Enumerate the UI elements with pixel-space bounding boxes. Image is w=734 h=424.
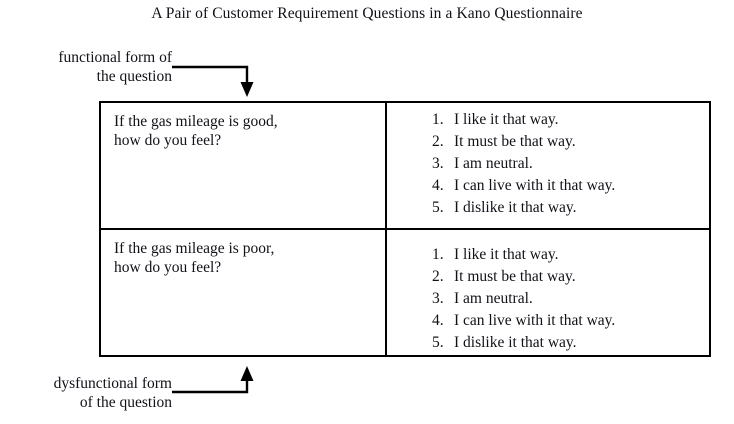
arrow-dysfunctional-connector	[172, 366, 254, 394]
answer-number: 3.	[432, 290, 444, 307]
question-dysfunctional-line2: how do you feel?	[114, 259, 222, 276]
list-item[interactable]: 1. I like it that way.	[432, 109, 709, 131]
list-item[interactable]: 2. It must be that way.	[432, 266, 709, 288]
answer-number: 3.	[432, 155, 444, 172]
answer-label: I like it that way.	[454, 246, 559, 263]
answer-label: I am neutral.	[454, 290, 533, 307]
list-item[interactable]: 5. I dislike it that way.	[432, 332, 709, 354]
annotation-functional-form: functional form of the question	[0, 48, 172, 86]
list-item[interactable]: 3. I am neutral.	[432, 153, 709, 175]
answer-number: 2.	[432, 133, 444, 150]
arrow-functional-connector	[172, 65, 254, 97]
answers-cell-dysfunctional: 1. I like it that way. 2. It must be tha…	[387, 230, 709, 355]
answer-number: 1.	[432, 111, 444, 128]
question-dysfunctional-line1: If the gas mileage is poor,	[114, 240, 275, 257]
annotation-functional-line1: functional form of	[58, 49, 172, 66]
list-item[interactable]: 3. I am neutral.	[432, 288, 709, 310]
arrowhead-up-icon	[240, 366, 254, 381]
table-row-dysfunctional: If the gas mileage is poor, how do you f…	[101, 230, 709, 355]
table-row-functional: If the gas mileage is good, how do you f…	[101, 103, 709, 230]
answer-label: I can live with it that way.	[454, 177, 616, 194]
question-cell-dysfunctional: If the gas mileage is poor, how do you f…	[101, 230, 387, 355]
annotation-dysfunctional-line2: of the question	[79, 394, 172, 411]
answer-label: I can live with it that way.	[454, 312, 616, 329]
answer-number: 5.	[432, 334, 444, 351]
page-title: A Pair of Customer Requirement Questions…	[151, 5, 583, 22]
answer-label: I am neutral.	[454, 155, 533, 172]
list-item[interactable]: 4. I can live with it that way.	[432, 175, 709, 197]
question-functional-line2: how do you feel?	[114, 132, 222, 149]
answers-cell-functional: 1. I like it that way. 2. It must be tha…	[387, 103, 709, 228]
answer-number: 4.	[432, 177, 444, 194]
annotation-dysfunctional-line1: dysfunctional form	[53, 375, 172, 392]
annotation-functional-line2: the question	[96, 68, 172, 85]
answer-number: 5.	[432, 199, 444, 216]
question-cell-functional: If the gas mileage is good, how do you f…	[101, 103, 387, 228]
answer-label: I like it that way.	[454, 111, 559, 128]
annotation-dysfunctional-form: dysfunctional form of the question	[0, 374, 172, 412]
list-item[interactable]: 2. It must be that way.	[432, 131, 709, 153]
answer-list-dysfunctional: 1. I like it that way. 2. It must be tha…	[387, 244, 709, 354]
kano-questionnaire-table: If the gas mileage is good, how do you f…	[99, 101, 711, 357]
answer-list-functional: 1. I like it that way. 2. It must be tha…	[387, 109, 709, 219]
answer-label: It must be that way.	[454, 268, 576, 285]
question-functional-line1: If the gas mileage is good,	[114, 113, 278, 130]
answer-number: 2.	[432, 268, 444, 285]
answer-number: 4.	[432, 312, 444, 329]
answer-label: I dislike it that way.	[454, 199, 577, 216]
answer-label: It must be that way.	[454, 133, 576, 150]
answer-number: 1.	[432, 246, 444, 263]
arrowhead-down-icon	[240, 82, 254, 97]
answer-label: I dislike it that way.	[454, 334, 577, 351]
list-item[interactable]: 1. I like it that way.	[432, 244, 709, 266]
list-item[interactable]: 5. I dislike it that way.	[432, 197, 709, 219]
list-item[interactable]: 4. I can live with it that way.	[432, 310, 709, 332]
